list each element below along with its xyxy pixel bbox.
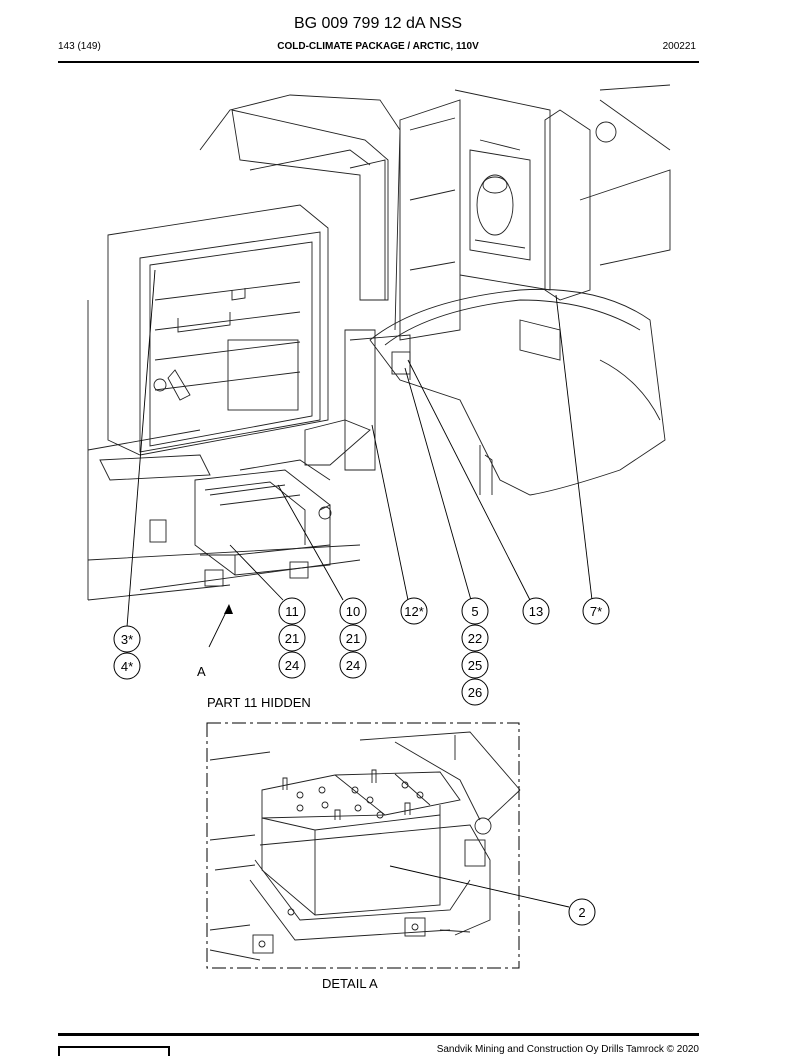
callout-26: 26 bbox=[468, 685, 482, 700]
view-a-label: A bbox=[197, 664, 206, 679]
callout-22: 22 bbox=[468, 631, 482, 646]
detail-a-view bbox=[209, 731, 521, 961]
detail-frame bbox=[206, 722, 520, 969]
callout-21-a: 21 bbox=[285, 631, 299, 646]
callout-10: 10 bbox=[346, 604, 360, 619]
callout-21-b: 21 bbox=[346, 631, 360, 646]
company-logo bbox=[58, 1046, 170, 1056]
document-date: 200221 bbox=[662, 41, 696, 52]
callout-4: 4* bbox=[121, 659, 133, 674]
leader-line-2 bbox=[389, 865, 570, 908]
callout-3: 3* bbox=[121, 632, 133, 647]
main-assembly-view bbox=[87, 84, 671, 601]
detail-a-label: DETAIL A bbox=[322, 976, 378, 991]
callout-11: 11 bbox=[285, 604, 299, 619]
callout-25: 25 bbox=[468, 658, 482, 673]
part-hidden-note: PART 11 HIDDEN bbox=[207, 695, 311, 710]
page-number: 143 (149) bbox=[58, 41, 101, 52]
footer-copyright: Sandvik Mining and Construction Oy Drill… bbox=[436, 1044, 699, 1055]
callout-labels: 3* 4* 11 21 24 10 21 24 12* 5 22 25 26 1… bbox=[121, 604, 602, 920]
header-rule bbox=[58, 61, 699, 63]
callout-24-a: 24 bbox=[285, 658, 299, 673]
callout-13: 13 bbox=[529, 604, 543, 619]
document-title: BG 009 799 12 dA NSS bbox=[293, 15, 463, 32]
callouts bbox=[113, 597, 610, 926]
leader-lines bbox=[126, 269, 593, 648]
footer-rule bbox=[58, 1033, 699, 1036]
callout-12: 12* bbox=[404, 604, 424, 619]
callout-7: 7* bbox=[590, 604, 602, 619]
section-title: COLD-CLIMATE PACKAGE / ARCTIC, 110V bbox=[277, 41, 479, 52]
callout-5: 5 bbox=[471, 604, 478, 619]
callout-2: 2 bbox=[578, 905, 585, 920]
callout-24-b: 24 bbox=[346, 658, 360, 673]
